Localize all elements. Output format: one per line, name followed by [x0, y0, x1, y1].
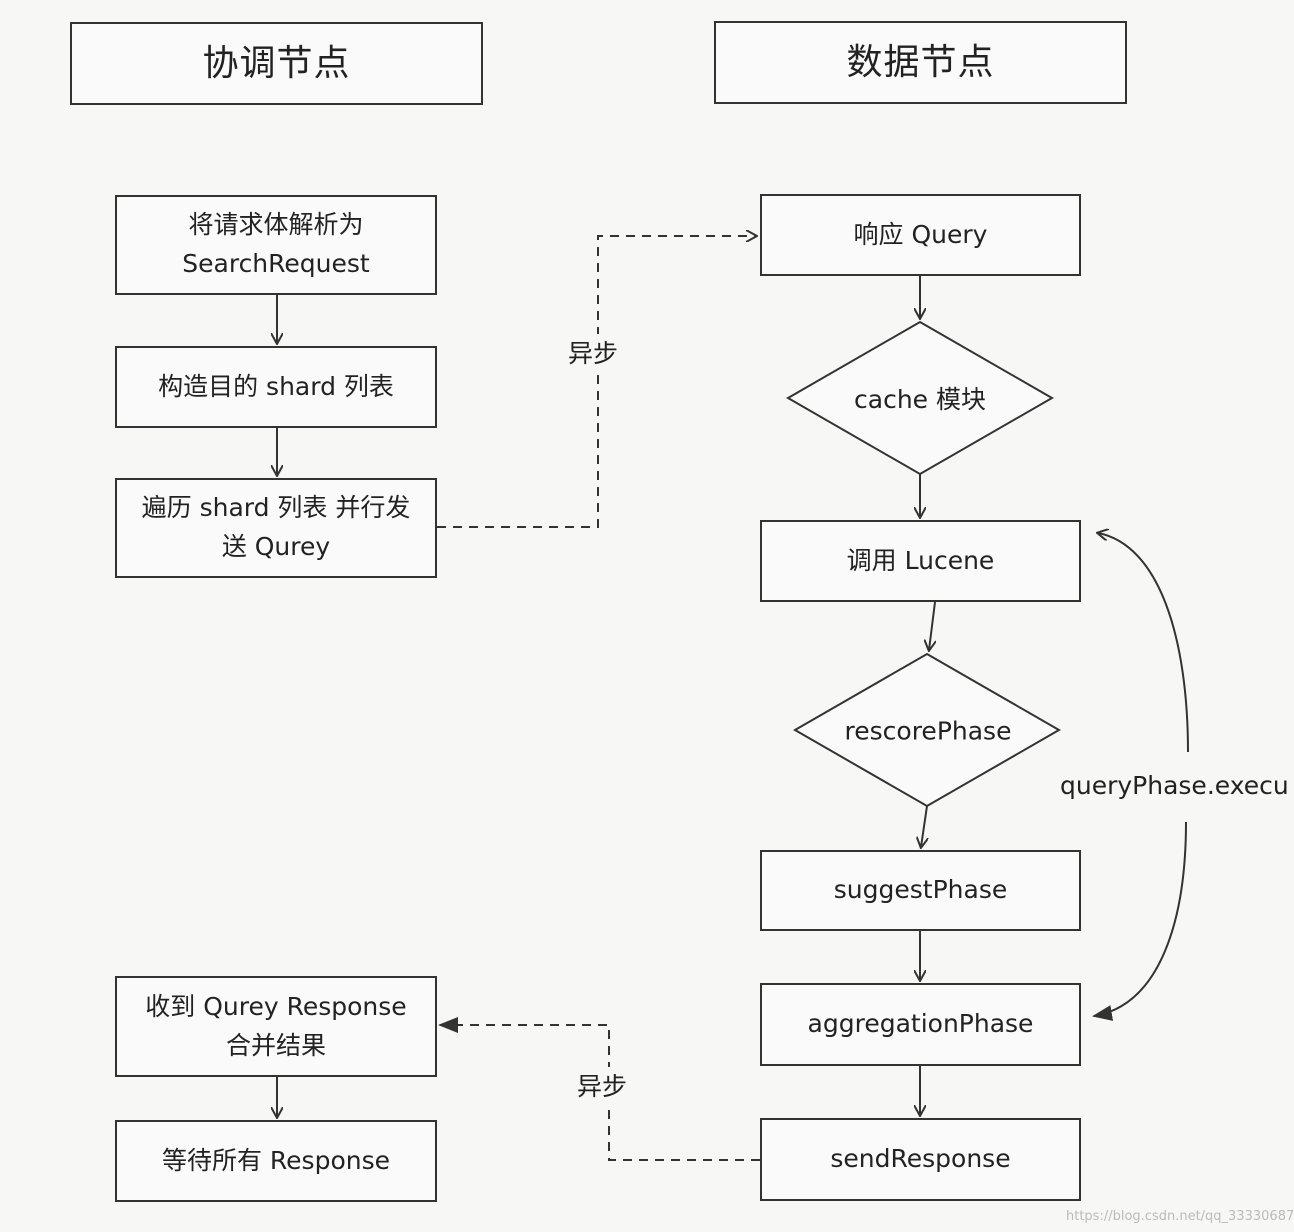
- coordinator-node-header: 协调节点: [70, 22, 483, 105]
- async-dashed-top: [437, 236, 756, 528]
- receive-response-box: 收到 Qurey Response 合并结果: [115, 976, 437, 1077]
- rescore-diamond: [792, 652, 1062, 808]
- send-query-line-1: 遍历 shard 列表 并行发: [141, 493, 411, 523]
- loop-curve-lower: [1092, 821, 1187, 1021]
- call-lucene-box: 调用 Lucene: [760, 520, 1081, 602]
- arrow-rescore-to-suggest: [921, 805, 927, 847]
- coordinator-node-title: 协调节点: [202, 42, 351, 84]
- build-shard-list-box: 构造目的 shard 列表: [115, 346, 437, 428]
- aggregation-phase-box: aggregationPhase: [760, 983, 1081, 1066]
- async-label-bottom: 异步: [577, 1067, 628, 1103]
- loop-label: queryPhase.execu: [1060, 771, 1289, 800]
- parse-line-1: 将请求体解析为: [188, 210, 364, 240]
- receive-line-2: 合并结果: [225, 1030, 326, 1060]
- loop-curve-upper: [1098, 533, 1189, 753]
- cache-diamond: [785, 320, 1055, 476]
- wait-response-label: 等待所有 Response: [161, 1145, 390, 1175]
- async-label-top: 异步: [568, 334, 619, 370]
- send-response-label: sendResponse: [830, 1144, 1011, 1174]
- wait-response-box: 等待所有 Response: [115, 1120, 437, 1202]
- data-node-header: 数据节点: [714, 21, 1127, 104]
- watermark: https://blog.csdn.net/qq_33330687: [1066, 1209, 1294, 1224]
- send-query-line-2: 送 Qurey: [221, 532, 331, 561]
- respond-query-box: 响应 Query: [760, 194, 1081, 276]
- suggest-phase-label: suggestPhase: [833, 875, 1008, 905]
- send-query-box: 遍历 shard 列表 并行发 送 Qurey: [115, 478, 437, 578]
- arrow-lucene-to-rescore: [929, 601, 935, 650]
- cache-module-label: cache 模块: [854, 385, 986, 414]
- respond-query-label: 响应 Query: [853, 219, 988, 249]
- async-dashed-bottom: [438, 1017, 760, 1161]
- parse-line-2: SearchRequest: [182, 249, 370, 278]
- send-response-box: sendResponse: [760, 1118, 1081, 1201]
- data-node-title: 数据节点: [846, 41, 995, 83]
- build-shard-list-label: 构造目的 shard 列表: [158, 371, 394, 401]
- rescore-phase-label: rescorePhase: [844, 716, 1012, 746]
- aggregation-phase-label: aggregationPhase: [807, 1009, 1034, 1039]
- call-lucene-label: 调用 Lucene: [846, 545, 995, 575]
- parse-request-box: 将请求体解析为 SearchRequest: [115, 195, 437, 295]
- receive-line-1: 收到 Qurey Response: [145, 991, 407, 1021]
- suggest-phase-box: suggestPhase: [760, 850, 1081, 931]
